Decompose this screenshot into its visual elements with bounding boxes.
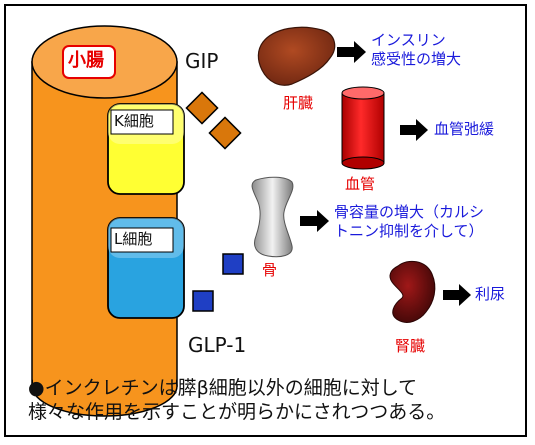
small-intestine-label: 小腸 [68, 50, 104, 71]
bone-shape [251, 176, 294, 258]
arrow-liver [337, 41, 366, 63]
liver-shape [257, 26, 336, 86]
caption: ●インクレチンは膵β細胞以外の細胞に対して 様々な作用を示すことが明らかにされつ… [28, 376, 518, 424]
l-cell-shape [107, 217, 185, 319]
gip-molecules [185, 91, 242, 150]
k-cell-label: K細胞 [114, 112, 154, 130]
blood-vessel-shape [341, 86, 385, 170]
bone-label: 骨 [262, 261, 278, 279]
small-intestine-label-box [62, 45, 116, 79]
glp1-label: GLP-1 [188, 333, 247, 357]
glp1-molecules [192, 253, 244, 312]
caption-line2: 様々な作用を示すことが明らかにされつつある。 [28, 401, 446, 423]
arrow-bone [300, 210, 329, 232]
gip-label: GIP [185, 49, 219, 73]
bone-effect-line2: トニン抑制を介して） [334, 222, 484, 240]
liver-label: 肝臓 [283, 94, 314, 112]
bone-effect-line1: 骨容量の増大（カルシ [334, 203, 485, 221]
kidney-label: 腎臓 [395, 337, 426, 355]
arrow-vessel [400, 119, 428, 141]
kidney-effect: 利尿 [475, 285, 506, 303]
caption-line1: ●インクレチンは膵β細胞以外の細胞に対して [28, 377, 418, 399]
k-cell-shape [107, 103, 185, 195]
l-cell-label: L細胞 [114, 230, 153, 248]
arrow-kidney [443, 284, 471, 306]
vessel-effect: 血管弛緩 [434, 120, 495, 138]
liver-effect-line2: 感受性の増大 [371, 50, 462, 68]
blood-vessel-label: 血管 [345, 175, 376, 193]
liver-effect-line1: インスリン [371, 31, 446, 49]
kidney-shape [389, 260, 436, 323]
